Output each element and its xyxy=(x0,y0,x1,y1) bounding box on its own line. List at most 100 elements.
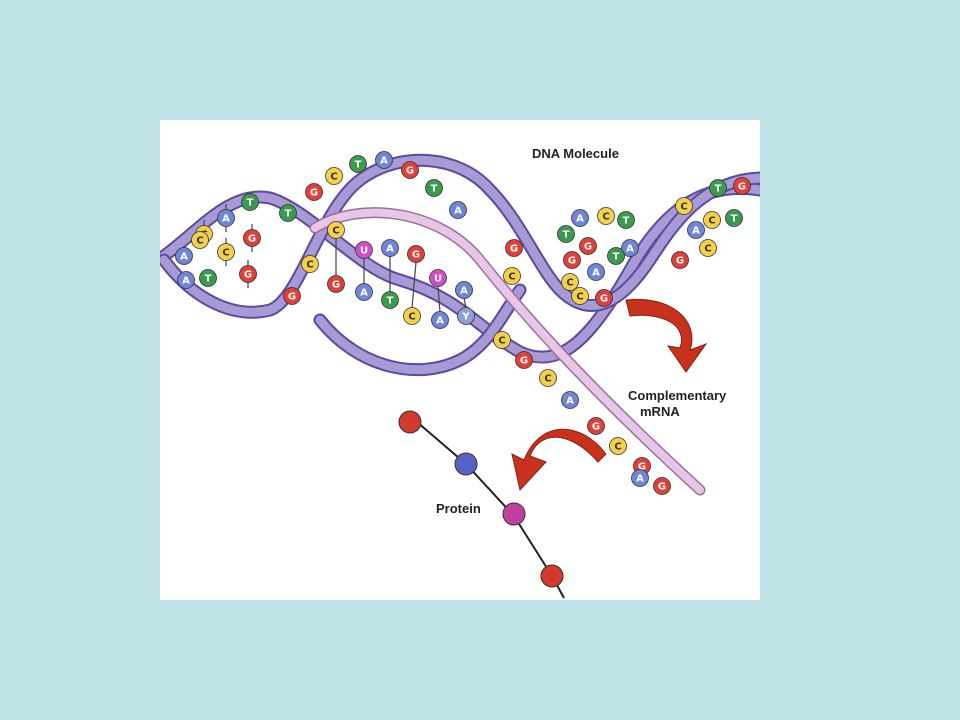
diagram-canvas: ACGCGATCATTGGCTAGTACUAGUACGATCAYGCTAGCTA… xyxy=(160,151,760,599)
nucleotide-C: C xyxy=(403,307,421,325)
nucleotide-circle xyxy=(609,437,627,455)
mrna-label-line1: Complementary xyxy=(628,388,727,403)
nucleotide-A: A xyxy=(687,221,705,239)
nucleotide-letter: C xyxy=(408,312,415,323)
nucleotide-circle xyxy=(425,179,443,197)
nucleotide-letter: C xyxy=(680,202,687,213)
nucleotide-letter: C xyxy=(708,216,715,227)
nucleotide-C: C xyxy=(675,197,693,215)
nucleotide-letter: G xyxy=(584,242,592,253)
nucleotide-A: A xyxy=(217,209,235,227)
nucleotide-G: G xyxy=(733,177,751,195)
nucleotide-circle xyxy=(175,247,193,265)
nucleotide-letter: A xyxy=(436,316,444,327)
nucleotide-circle xyxy=(283,287,301,305)
base-pair-bond xyxy=(411,261,417,309)
nucleotide-circle xyxy=(563,251,581,269)
nucleotide-circle xyxy=(191,231,209,249)
dna-backbone-lower xyxy=(160,183,760,362)
nucleotide-A: A xyxy=(431,311,449,329)
nucleotide-circle xyxy=(217,209,235,227)
nucleotide-A: A xyxy=(381,239,399,257)
nucleotide-circle xyxy=(617,211,635,229)
nucleotide-A: A xyxy=(455,281,473,299)
nucleotide-circle xyxy=(449,201,467,219)
nucleotide-C: C xyxy=(561,273,579,291)
nucleotide-circle xyxy=(401,161,419,179)
nucleotide-letter: G xyxy=(738,182,746,193)
nucleotide-C: C xyxy=(597,207,615,225)
nucleotide-circle xyxy=(505,239,523,257)
nucleotide-circle xyxy=(597,207,615,225)
nucleotide-A: A xyxy=(355,283,373,301)
nucleotide-circle xyxy=(675,197,693,215)
nucleotide-circle xyxy=(327,275,345,293)
nucleotide-letter: C xyxy=(330,172,337,183)
protein-backbone xyxy=(409,415,565,599)
nucleotide-circle xyxy=(571,287,589,305)
nucleotide-circle xyxy=(515,351,533,369)
nucleotide-circle xyxy=(587,263,605,281)
nucleotide-letter: G xyxy=(592,422,600,433)
nucleotide-letter: G xyxy=(520,356,528,367)
nucleotide-G: G xyxy=(587,417,605,435)
nucleotide-letter: C xyxy=(576,292,583,303)
nucleotide-circle xyxy=(671,251,689,269)
nucleotide-letter: C xyxy=(222,248,229,259)
nucleotide-letter: C xyxy=(704,244,711,255)
nucleotide-letter: G xyxy=(600,294,608,305)
nucleotide-G: G xyxy=(407,245,425,263)
dna-template-strand xyxy=(315,285,525,375)
nucleotide-G: G xyxy=(515,351,533,369)
nucleotide-G: G xyxy=(327,275,345,293)
nucleotide-A: A xyxy=(375,151,393,169)
base-pair-bond xyxy=(463,297,467,309)
nucleotide-letter: A xyxy=(626,244,634,255)
nucleotide-circle xyxy=(327,221,345,239)
nucleotide-G: G xyxy=(579,237,597,255)
nucleotide-T: T xyxy=(425,179,443,197)
amino-acid-red xyxy=(540,564,564,588)
nucleotide-G: G xyxy=(505,239,523,257)
nucleotide-letter: U xyxy=(434,274,442,285)
nucleotide-letter: A xyxy=(180,252,188,263)
nucleotide-circle xyxy=(607,247,625,265)
nucleotide-circle xyxy=(493,331,511,349)
nucleotide-letter: G xyxy=(248,234,256,245)
nucleotide-A: A xyxy=(177,271,195,289)
nucleotide-circle xyxy=(687,221,705,239)
nucleotide-U: U xyxy=(429,269,447,287)
nucleotide-letter: A xyxy=(454,206,462,217)
nucleotide-letter: A xyxy=(636,474,644,485)
amino-acid-red xyxy=(398,410,422,434)
nucleotide-circle xyxy=(429,269,447,287)
nucleotide-circle xyxy=(381,239,399,257)
amino-acid-magenta xyxy=(502,502,526,526)
nucleotide-letter: T xyxy=(731,214,738,225)
nucleotide-T: T xyxy=(607,247,625,265)
base-pair-bond xyxy=(437,285,441,313)
nucleotide-A: A xyxy=(587,263,605,281)
nucleotide-circle xyxy=(199,269,217,287)
nucleotide-letter: A xyxy=(592,268,600,279)
nucleotide-letter: A xyxy=(222,214,230,225)
nucleotide-circle xyxy=(301,255,319,273)
nucleotide-letter: T xyxy=(613,252,620,263)
nucleotide-circle xyxy=(709,179,727,197)
arrow-dna-to-mrna xyxy=(625,298,708,373)
nucleotide-circle xyxy=(217,243,235,261)
nucleotide-letter: A xyxy=(460,286,468,297)
nucleotide-A: A xyxy=(449,201,467,219)
nucleotide-letter: G xyxy=(310,188,318,199)
nucleotide-circle xyxy=(503,267,521,285)
nucleotide-circle xyxy=(349,155,367,173)
nucleotide-circle xyxy=(407,245,425,263)
nucleotide-G: G xyxy=(239,265,257,283)
nucleotide-circle xyxy=(243,229,261,247)
nucleotide-letter: T xyxy=(285,209,292,220)
nucleotide-A: A xyxy=(621,239,639,257)
nucleotide-G: G xyxy=(671,251,689,269)
amino-acid-blue xyxy=(454,452,478,476)
nucleotide-C: C xyxy=(539,369,557,387)
nucleotide-circle xyxy=(703,211,721,229)
